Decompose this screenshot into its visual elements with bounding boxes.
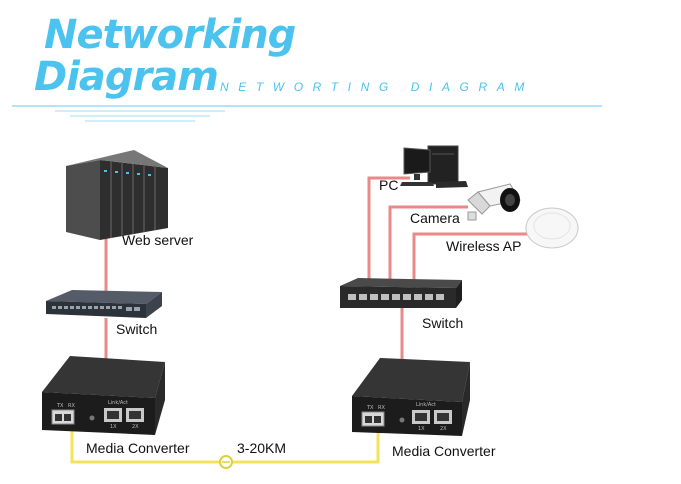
svg-text:2X: 2X bbox=[440, 426, 447, 432]
wireless-ap-label: Wireless AP bbox=[446, 238, 522, 254]
svg-text:RX: RX bbox=[68, 403, 75, 409]
title-line-1: Networking bbox=[44, 12, 296, 58]
ethernet-cables bbox=[104, 176, 535, 362]
camera-label: Camera bbox=[410, 210, 460, 226]
svg-text:RX: RX bbox=[378, 405, 385, 411]
right-switch-label: Switch bbox=[422, 315, 464, 331]
svg-text:Link/Act: Link/Act bbox=[416, 402, 436, 408]
left-switch-label: Switch bbox=[116, 321, 158, 337]
svg-text:Link/Act: Link/Act bbox=[108, 400, 128, 406]
right-converter-label: Media Converter bbox=[392, 443, 496, 459]
svg-text:2X: 2X bbox=[132, 424, 139, 430]
pc-label: PC bbox=[379, 177, 399, 193]
web-server-label: Web server bbox=[122, 232, 194, 248]
title-line-2: Diagram bbox=[34, 54, 219, 100]
subtitle: NETWORTING DIAGRAM bbox=[220, 80, 534, 94]
svg-text:TX: TX bbox=[56, 403, 64, 409]
svg-text:TX: TX bbox=[366, 405, 374, 411]
wireless-ap-icon bbox=[525, 207, 579, 249]
right-media-converter-icon: TX RX Link/Act 1X 2X bbox=[352, 358, 470, 436]
pc-icon bbox=[400, 145, 468, 188]
right-switch-icon bbox=[340, 278, 462, 308]
cable-camera bbox=[388, 205, 468, 292]
header-underline bbox=[12, 105, 602, 122]
left-media-converter-icon: TX RX Link/Act 1X 2X bbox=[42, 356, 165, 435]
left-converter-label: Media Converter bbox=[86, 440, 190, 456]
cable-ap bbox=[412, 232, 535, 292]
distance-label: 3-20KM bbox=[237, 440, 287, 456]
left-switch-icon bbox=[46, 290, 162, 318]
svg-text:1X: 1X bbox=[110, 424, 117, 430]
fiber-link bbox=[70, 425, 380, 469]
cable-pc bbox=[367, 176, 410, 292]
server-rack-icon bbox=[66, 150, 168, 240]
camera-icon bbox=[467, 183, 521, 221]
svg-text:1X: 1X bbox=[418, 426, 425, 432]
